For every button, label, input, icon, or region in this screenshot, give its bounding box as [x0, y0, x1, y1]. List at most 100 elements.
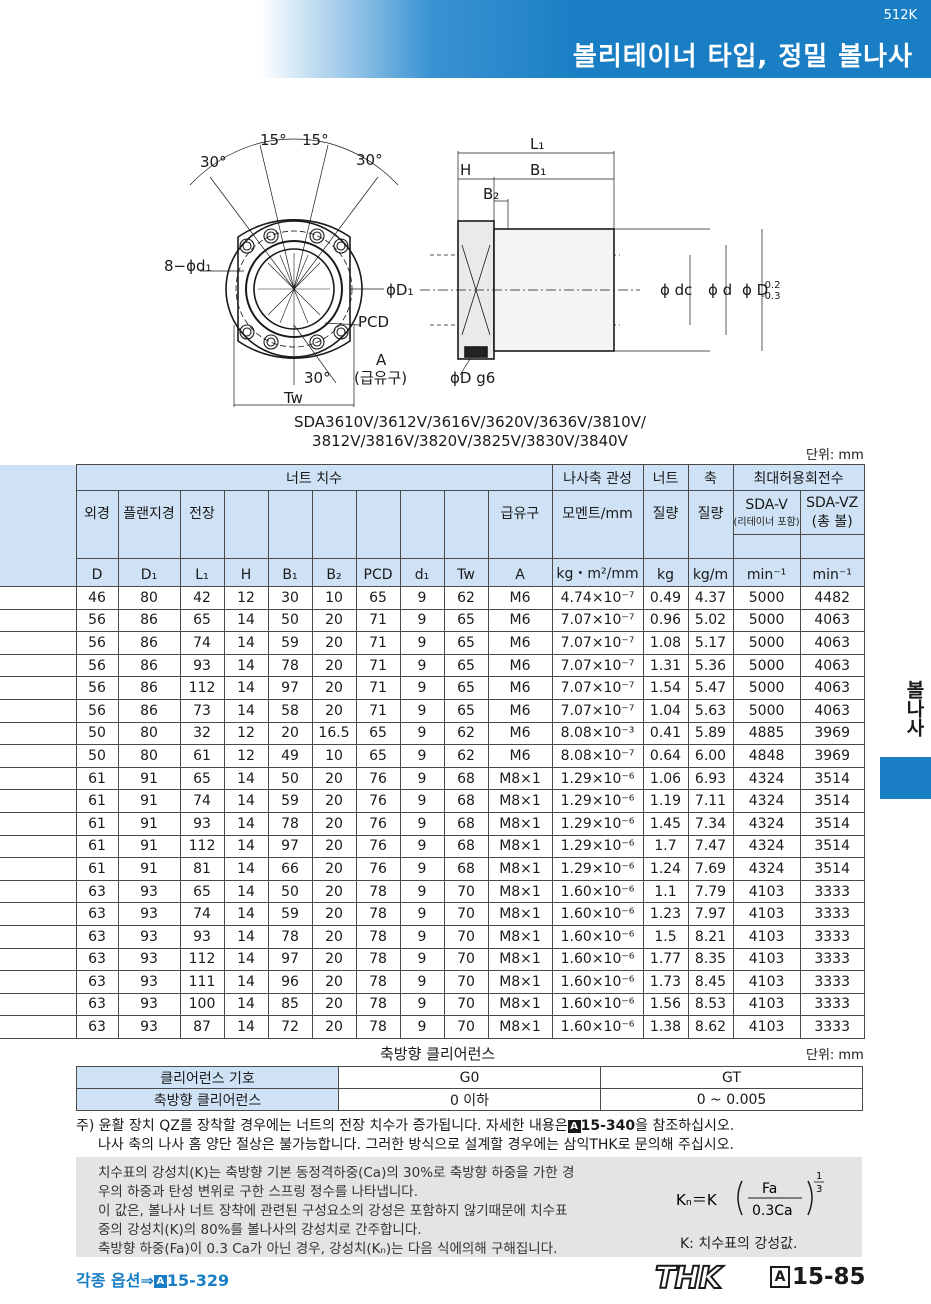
table-cell: 9 — [399, 1015, 445, 1039]
table-cell: 8.35 — [687, 947, 734, 972]
formula-exp-num: 1 — [816, 1171, 822, 1182]
table-cell: 20 — [311, 789, 357, 813]
unit-label: 단위: mm — [806, 448, 864, 463]
table-cell: 1.31 — [642, 653, 689, 678]
shaft-mass-header: 질량 — [687, 490, 734, 559]
table-cell: 78 — [267, 811, 313, 836]
table-cell: 9 — [399, 653, 445, 678]
table-cell: 87 — [179, 1015, 225, 1039]
table-cell: 9 — [399, 992, 445, 1017]
inertia-header: 나사축 관성 — [551, 464, 644, 491]
table-cell: 9 — [399, 698, 445, 723]
table-cell: 62 — [443, 721, 489, 746]
table-cell: 8.45 — [687, 970, 734, 994]
table-cell: 9 — [399, 721, 445, 746]
table-cell: 56 — [75, 631, 119, 655]
table-cell: 78 — [267, 924, 313, 949]
model-cell — [0, 608, 77, 633]
note-1-ref-link[interactable]: 15-340 — [580, 1118, 636, 1134]
table-cell: 9 — [399, 879, 445, 904]
table-cell: 14 — [223, 698, 269, 723]
table-cell: 63 — [75, 924, 119, 949]
table-cell: 20 — [311, 970, 357, 994]
table-cell: 97 — [267, 676, 313, 700]
table-cell: 62 — [443, 586, 489, 610]
blank-pcd — [355, 490, 401, 559]
table-cell: M6 — [487, 721, 553, 746]
blank-tw — [443, 490, 489, 559]
table-cell: 4324 — [732, 834, 801, 859]
table-cell: 14 — [223, 970, 269, 994]
table-cell: 7.79 — [687, 879, 734, 904]
table-cell: 14 — [223, 811, 269, 836]
table-cell: 20 — [311, 631, 357, 655]
table-cell: 3514 — [799, 766, 865, 791]
table-cell: 7.11 — [687, 789, 734, 813]
page-number-text: 15-85 — [792, 1264, 866, 1290]
clearance-axial-header: 축방향 클리어런스 — [76, 1088, 339, 1111]
table-cell: 46 — [75, 586, 119, 610]
table-cell: 58 — [267, 698, 313, 723]
table-cell: 61 — [75, 766, 119, 791]
table-cell: 1.1 — [642, 879, 689, 904]
table-cell: 1.77 — [642, 947, 689, 972]
model-cell — [0, 902, 77, 926]
table-cell: M6 — [487, 653, 553, 678]
table-cell: 14 — [223, 947, 269, 972]
table-cell: 5000 — [732, 586, 801, 610]
unit-symbol-cell: min⁻¹ — [732, 558, 801, 587]
table-cell: 86 — [117, 608, 181, 633]
angle-15-left-label: 15° — [260, 131, 287, 149]
table-cell: 32 — [179, 721, 225, 746]
table-cell: 91 — [117, 811, 181, 836]
model-list-line-2: 3812V/3816V/3820V/3825V/3830V/3840V — [312, 432, 628, 450]
front-view — [189, 138, 399, 407]
table-cell: 3333 — [799, 1015, 865, 1039]
unit-symbol-cell: D — [75, 558, 119, 587]
table-cell: 5.47 — [687, 676, 734, 700]
table-cell: 62 — [443, 744, 489, 768]
a-box-icon: A — [770, 1266, 790, 1288]
table-cell: 4063 — [799, 676, 865, 700]
table-cell: 86 — [117, 698, 181, 723]
outer-dia-header: 외경 — [75, 490, 119, 559]
table-cell: 70 — [443, 924, 489, 949]
table-cell: 81 — [179, 857, 225, 881]
table-cell: 65 — [443, 608, 489, 633]
table-cell: 7.34 — [687, 811, 734, 836]
unit-symbol-cell: D₁ — [117, 558, 181, 587]
table-cell: 78 — [355, 1015, 401, 1039]
table-cell: 70 — [443, 992, 489, 1017]
table-cell: 6.00 — [687, 744, 734, 768]
table-cell: 4848 — [732, 744, 801, 768]
table-cell: 91 — [117, 857, 181, 881]
model-column-header — [0, 464, 77, 587]
table-cell: 80 — [117, 744, 181, 768]
table-cell: 7.07×10⁻⁷ — [551, 631, 644, 655]
table-cell: 63 — [75, 970, 119, 994]
table-cell: 20 — [311, 608, 357, 633]
table-cell: 3514 — [799, 789, 865, 813]
table-cell: 4482 — [799, 586, 865, 610]
tw-label: Tw — [283, 389, 303, 407]
table-cell: 61 — [75, 811, 119, 836]
model-cell — [0, 924, 77, 949]
table-cell: 7.07×10⁻⁷ — [551, 676, 644, 700]
unit-symbol-cell: A — [487, 558, 553, 587]
table-cell: 20 — [267, 721, 313, 746]
model-cell — [0, 698, 77, 723]
table-cell: 1.24 — [642, 857, 689, 881]
table-cell: 5000 — [732, 653, 801, 678]
table-cell: 1.38 — [642, 1015, 689, 1039]
table-cell: 12 — [223, 744, 269, 768]
box-line-2: 우의 하중과 탄성 변위로 구한 스프링 정수를 나타냅니다. — [98, 1184, 418, 1200]
table-cell: 78 — [355, 992, 401, 1017]
table-cell: 63 — [75, 947, 119, 972]
